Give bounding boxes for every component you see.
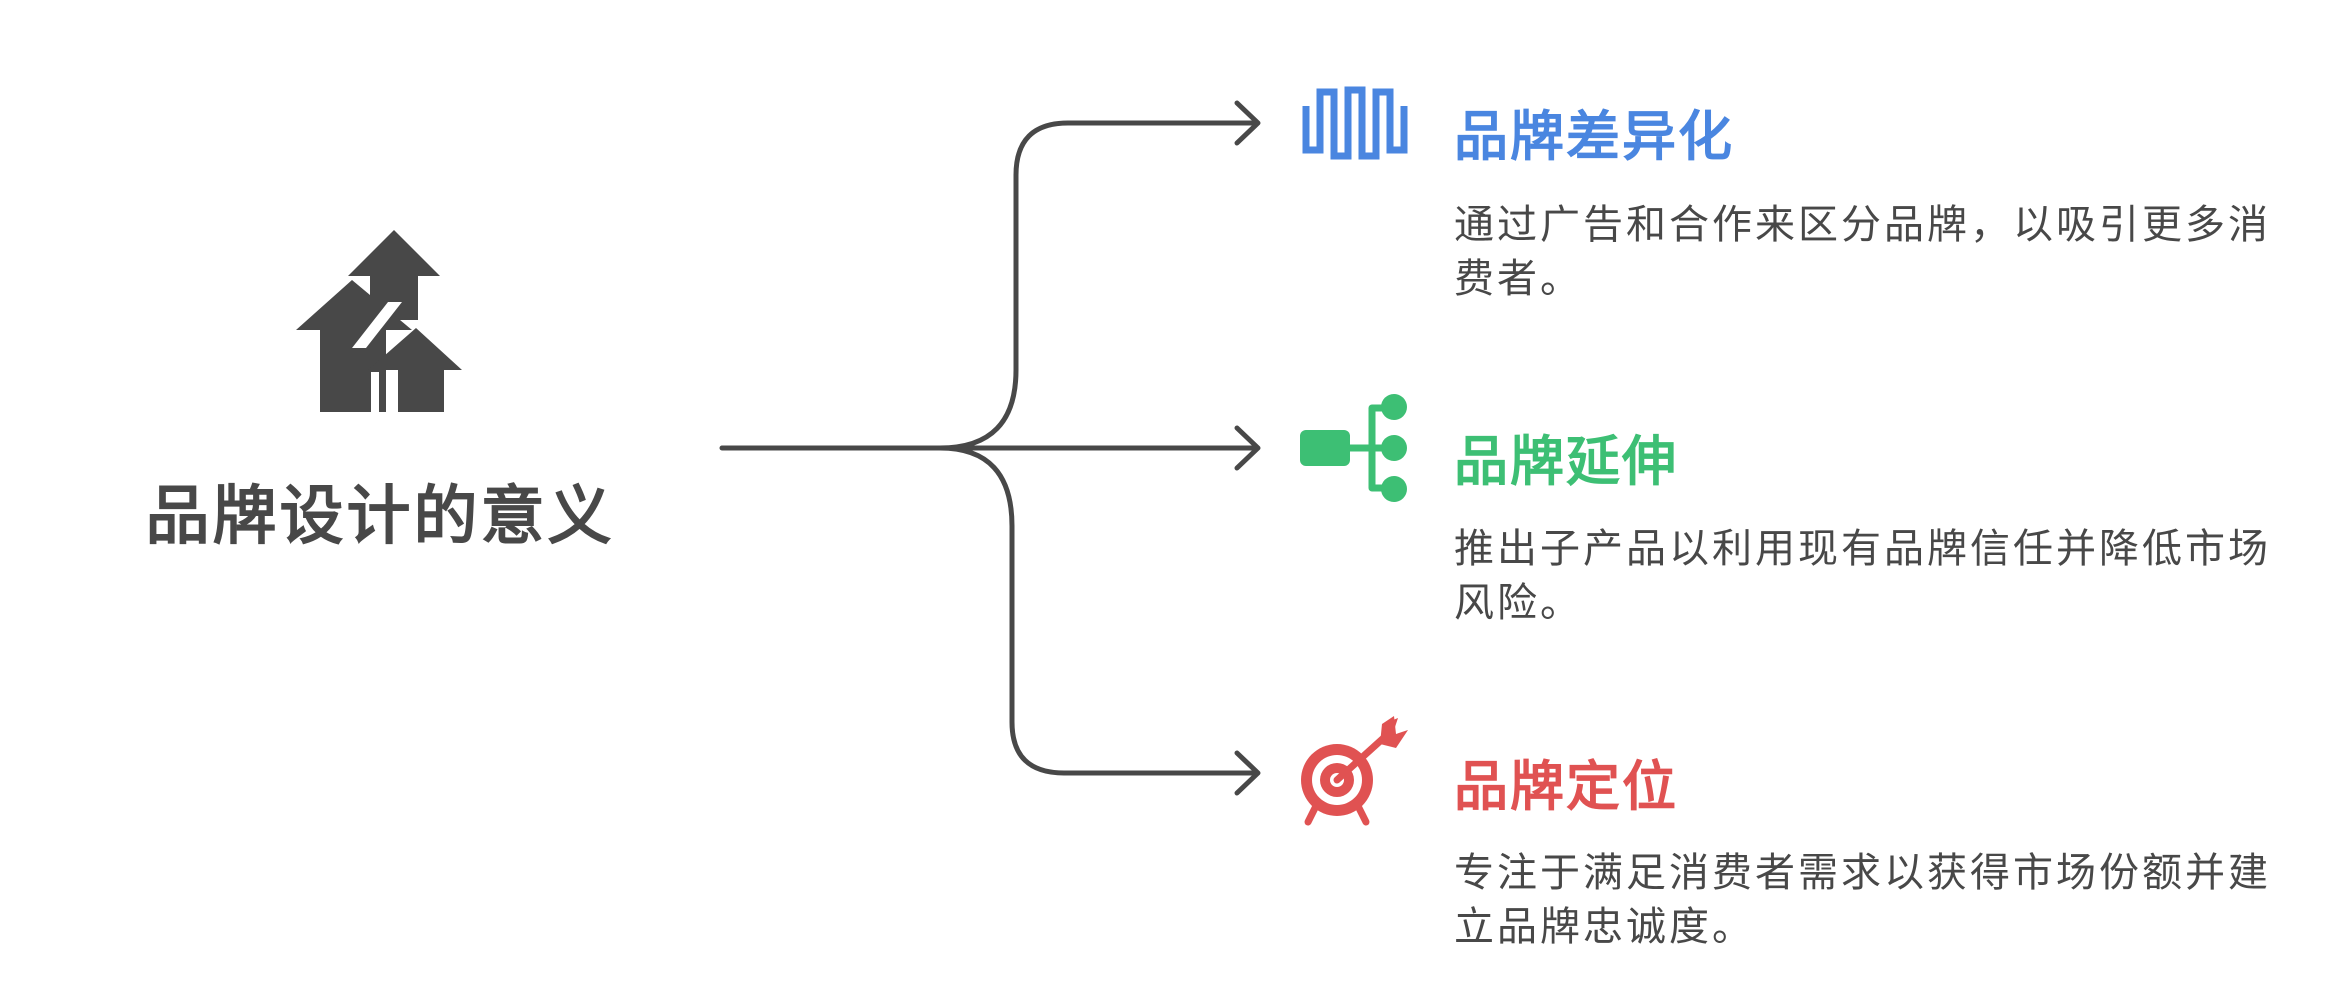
branch-desc-extension: 推出子产品以利用现有品牌信任并降低市场风险。 bbox=[1454, 526, 2271, 626]
branch-title-extension: 品牌延伸 bbox=[1454, 429, 1678, 493]
wave-pattern-icon bbox=[1302, 86, 1408, 160]
connector-lines bbox=[719, 120, 1258, 776]
main-title: 品牌设计的意义 bbox=[145, 479, 615, 554]
branch-title-differentiation: 品牌差异化 bbox=[1454, 104, 1734, 168]
branch-title-positioning: 品牌定位 bbox=[1454, 754, 1678, 818]
branch-desc-differentiation: 通过广告和合作来区分品牌，以吸引更多消费者。 bbox=[1454, 202, 2271, 302]
arrowhead-middle bbox=[1234, 425, 1261, 471]
growth-arrows-icon bbox=[296, 230, 462, 412]
arrowhead-top bbox=[1234, 100, 1261, 146]
branch-desc-positioning: 专注于满足消费者需求以获得市场份额并建立品牌忠诚度。 bbox=[1454, 850, 2271, 950]
branch-tree-icon bbox=[1300, 394, 1407, 502]
arrowheads bbox=[1234, 100, 1261, 796]
connector-bottom bbox=[937, 445, 1258, 776]
arrowhead-bottom bbox=[1234, 750, 1261, 796]
connector-top bbox=[937, 120, 1258, 451]
target-icon bbox=[1301, 716, 1408, 826]
